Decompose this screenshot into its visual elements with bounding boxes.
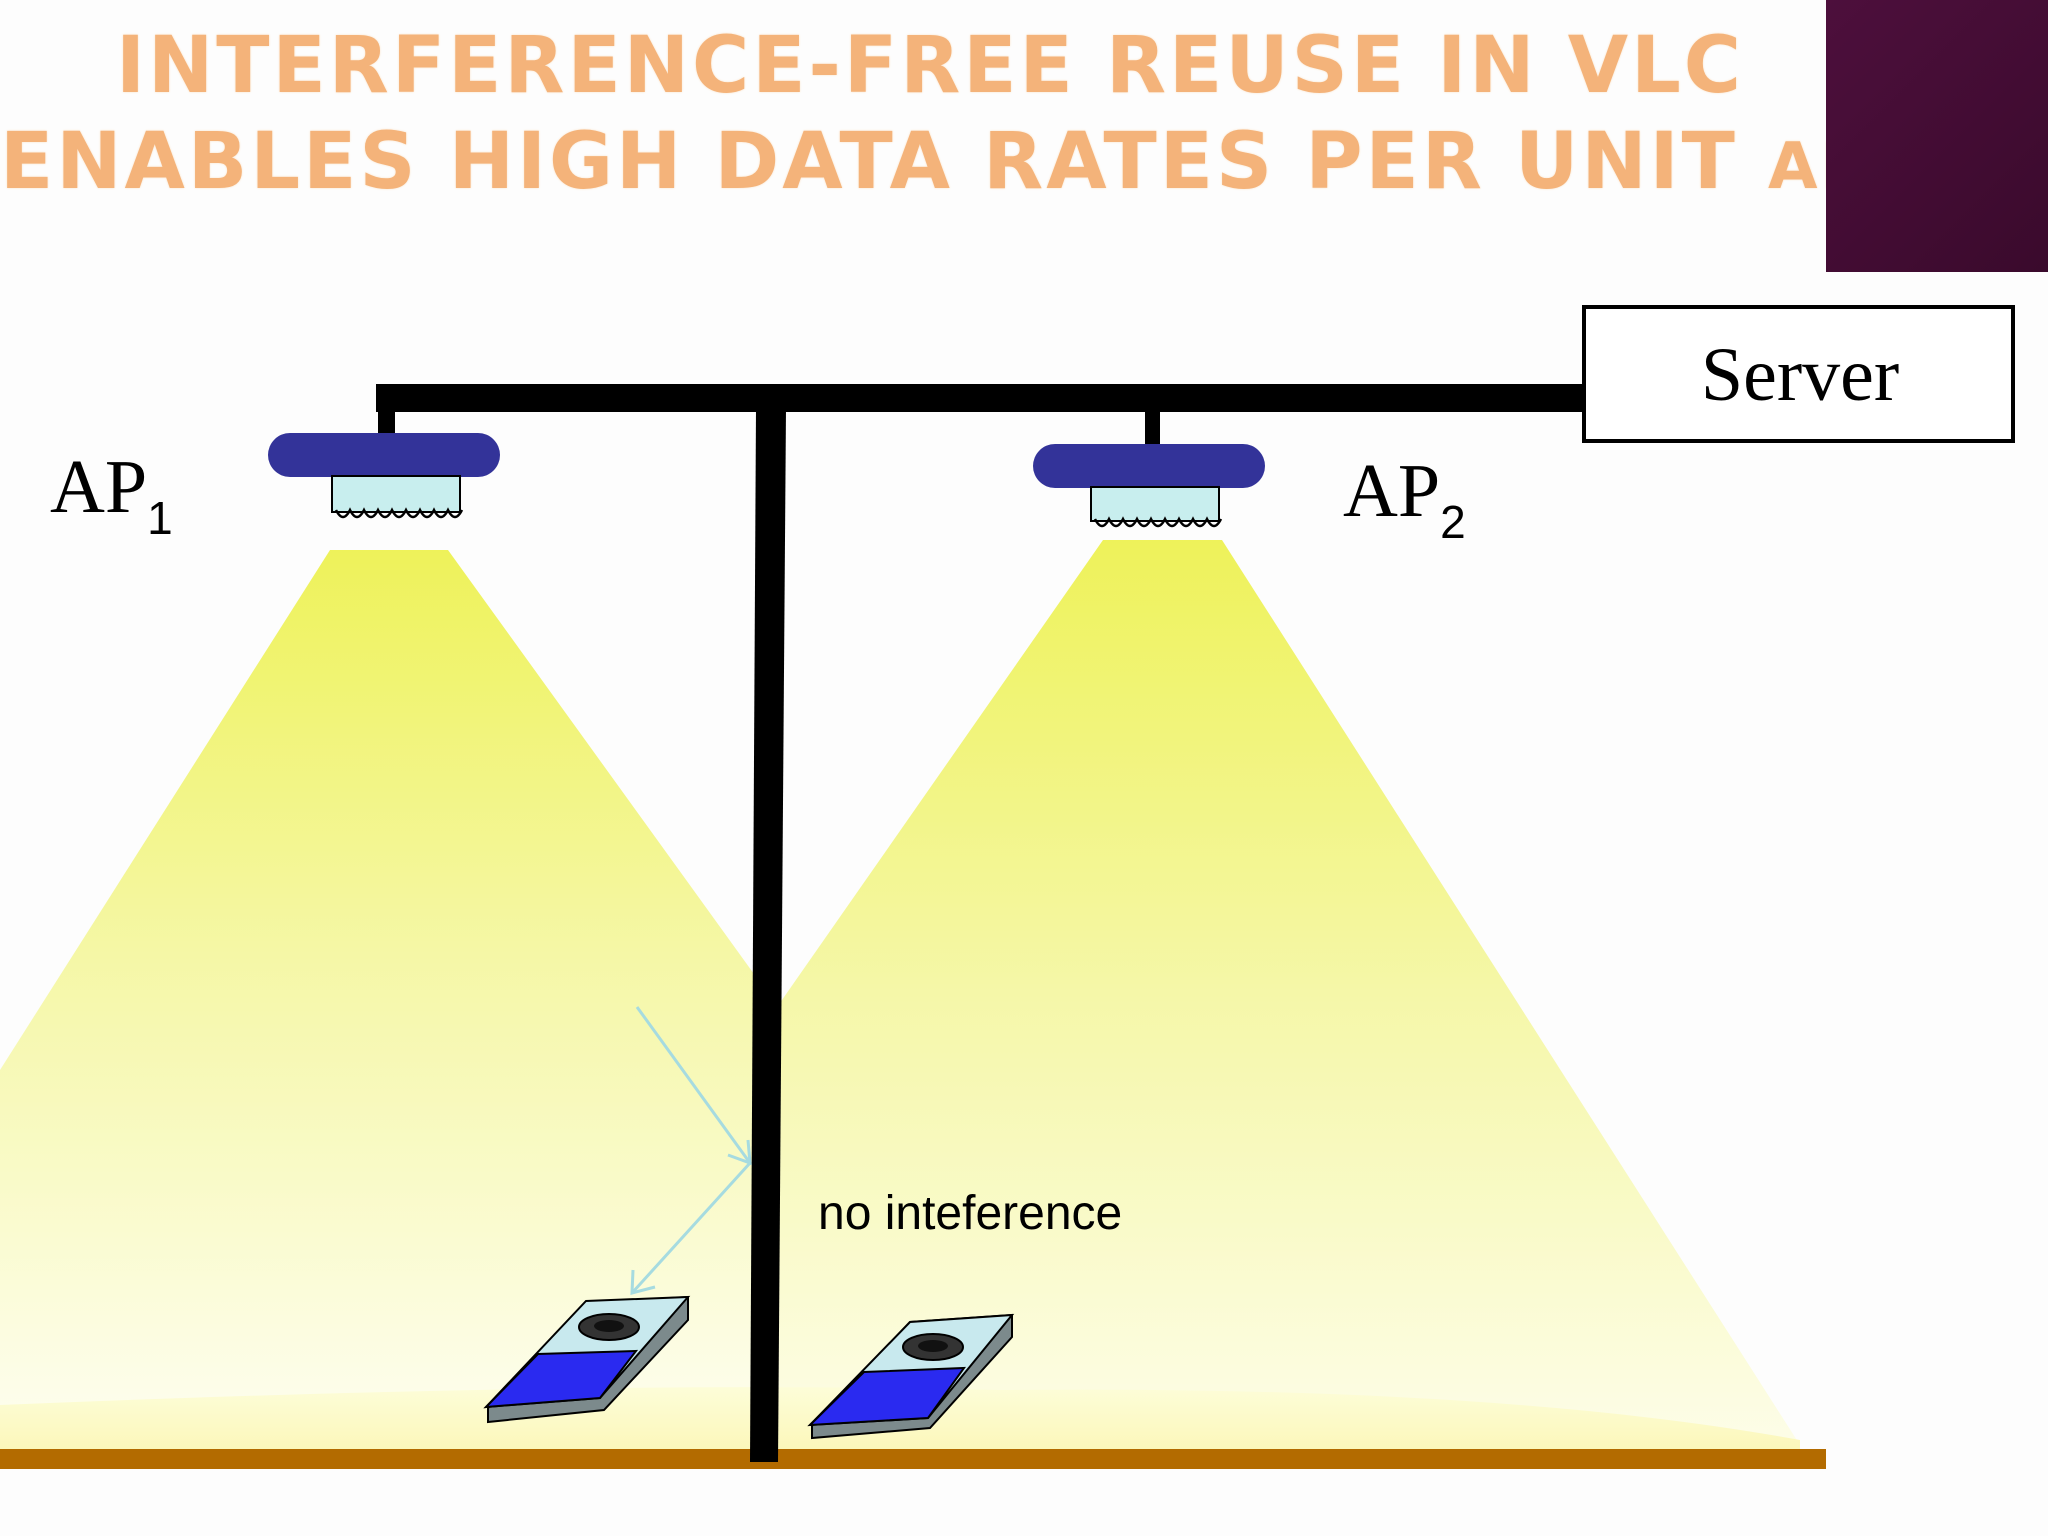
title-line-2-main: ENABLES HIGH DATA RATES PER UNIT [0, 117, 1769, 207]
reflection-arrow [630, 1006, 752, 1295]
ap2-label: AP2 [1343, 449, 1466, 548]
ap1-label: AP1 [50, 445, 173, 544]
ap1-label-text: AP [50, 445, 147, 529]
corner-decoration [1826, 0, 2048, 272]
svg-text:AP2: AP2 [1343, 449, 1466, 548]
server-box: Server [1582, 305, 2015, 443]
ap2-drop-cable [1145, 400, 1160, 448]
ap1-drop-cable [378, 400, 395, 438]
ap1-label-subscript: 1 [147, 492, 173, 544]
ap2-label-subscript: 2 [1440, 496, 1466, 548]
svg-text:AP1: AP1 [50, 445, 173, 544]
server-label: Server [1701, 333, 1899, 417]
no-interference-label: no inteference [818, 1187, 1122, 1240]
receiver-device-2 [807, 1313, 1015, 1440]
ap1-lamp [268, 433, 500, 519]
slide-title-line-2: ENABLES HIGH DATA RATES PER UNIT AREA [0, 123, 1969, 201]
light-cone-ap2 [768, 540, 1800, 1445]
ap2-lamp [1033, 444, 1265, 528]
backbone-cable [376, 384, 1586, 412]
partition-wall [750, 408, 786, 1462]
ap2-label-text: AP [1343, 449, 1440, 533]
light-cone-ap1 [0, 550, 780, 1450]
receiver-device-1 [483, 1295, 691, 1424]
floor [0, 1449, 1826, 1469]
slide-title-line-1: INTERFERENCE-FREE REUSE IN VLC [115, 21, 1745, 111]
